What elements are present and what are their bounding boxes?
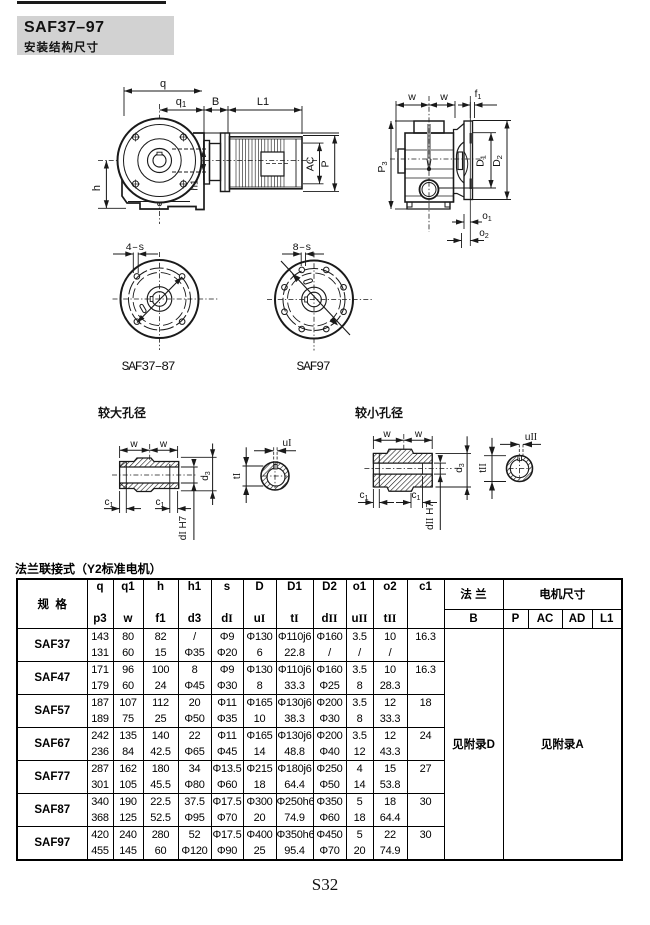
svg-text:c1: c1 — [105, 497, 114, 509]
svg-text:D2: D2 — [491, 155, 504, 167]
svg-text:c1: c1 — [156, 497, 165, 509]
svg-text:c1: c1 — [360, 490, 369, 502]
svg-text:AC: AC — [305, 156, 317, 171]
svg-text:w: w — [159, 439, 168, 450]
svg-text:uII: uII — [525, 432, 537, 443]
svg-text:SAF97: SAF97 — [296, 359, 329, 374]
svg-text:dII H7: dII H7 — [425, 502, 436, 530]
svg-text:d3: d3 — [454, 463, 466, 473]
svg-text:w: w — [382, 429, 391, 440]
svg-text:tII: tII — [478, 463, 489, 472]
svg-text:较小孔径: 较小孔径 — [355, 405, 403, 420]
svg-text:SAF37–87: SAF37–87 — [122, 359, 175, 374]
svg-text:较大孔径: 较大孔径 — [98, 405, 146, 420]
svg-text:w: w — [439, 91, 448, 103]
svg-text:h1: h1 — [190, 179, 201, 191]
svg-text:tI: tI — [232, 473, 243, 479]
svg-text:w: w — [414, 429, 423, 440]
svg-text:dI H7: dI H7 — [178, 515, 189, 540]
svg-text:B: B — [212, 96, 219, 108]
svg-text:D1: D1 — [475, 155, 488, 167]
svg-text:q1: q1 — [176, 96, 187, 109]
svg-text:L1: L1 — [257, 96, 269, 108]
svg-text:d3: d3 — [200, 471, 212, 481]
svg-text:uI: uI — [283, 438, 292, 449]
svg-text:P3: P3 — [376, 161, 389, 172]
svg-text:4–s: 4–s — [126, 242, 145, 254]
svg-text:P: P — [320, 160, 332, 167]
svg-text:w: w — [407, 91, 416, 103]
svg-text:f1: f1 — [475, 89, 482, 101]
svg-text:h: h — [91, 185, 103, 191]
svg-text:q: q — [160, 78, 166, 90]
svg-text:8–s: 8–s — [293, 242, 312, 254]
svg-text:o1: o1 — [482, 211, 492, 223]
svg-text:w: w — [129, 439, 138, 450]
svg-text:o2: o2 — [479, 228, 489, 240]
svg-text:c1: c1 — [412, 490, 421, 502]
